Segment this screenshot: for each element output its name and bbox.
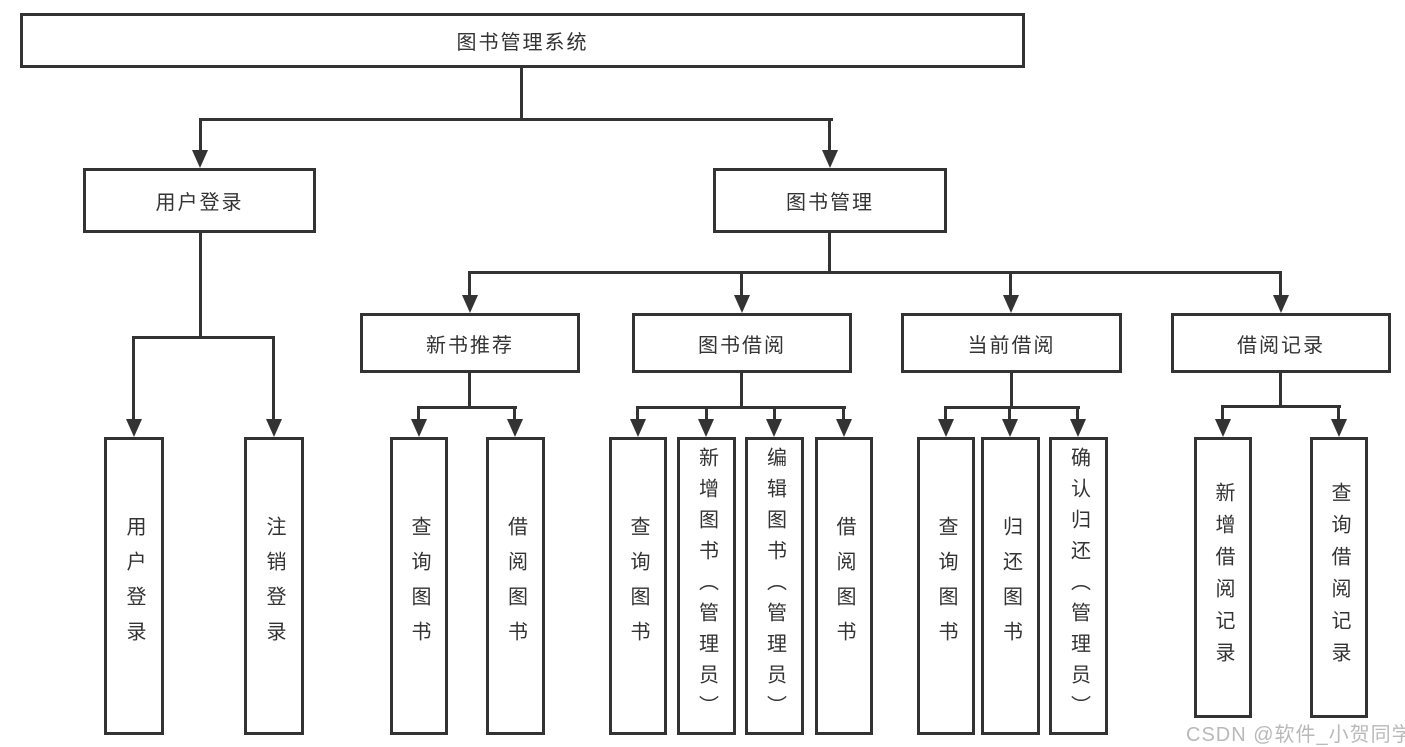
node-new-book-recommend-label: 新书推荐 xyxy=(426,334,514,357)
node-user-login-label: 用户登录 xyxy=(155,192,244,214)
leaf-add-borrow-record-label: 新增借阅记录 xyxy=(1212,481,1234,674)
leaf-logout: 注销登录 xyxy=(244,437,304,735)
connector-drop-bb-add xyxy=(705,406,708,421)
leaf-borrow-book: 借阅图书 xyxy=(815,437,873,735)
leaf-borrow-query-label: 查询图书 xyxy=(627,516,649,656)
arrowhead-nb-borrow xyxy=(507,419,523,437)
leaf-borrow-edit-admin: 编辑图书（管理员） xyxy=(745,437,804,735)
arrowhead-cb-confirm xyxy=(1070,419,1086,437)
leaf-current-query-label: 查询图书 xyxy=(935,516,957,656)
connector-drop-bb-borrow xyxy=(842,406,845,421)
connector-newbook-stem xyxy=(468,373,471,408)
leaf-confirm-return-admin-label: 确认归还（管理员） xyxy=(1067,446,1090,726)
connector-drop-book-borrow xyxy=(740,271,743,297)
arrowhead-login xyxy=(126,419,142,437)
leaf-return-book: 归还图书 xyxy=(981,437,1040,735)
connector-drop-user-login xyxy=(199,118,202,152)
connector-drop-rec-query xyxy=(1337,405,1340,421)
arrowhead-bb-borrow xyxy=(836,419,852,437)
connector-drop-current-borrow xyxy=(1009,271,1012,297)
leaf-borrow-query: 查询图书 xyxy=(609,437,667,735)
node-current-borrow-label: 当前借阅 xyxy=(967,334,1056,357)
arrowhead-borrow-records xyxy=(1273,295,1289,313)
connector-drop-nb-borrow xyxy=(513,406,516,421)
arrowhead-rec-query xyxy=(1331,419,1347,437)
leaf-add-borrow-record: 新增借阅记录 xyxy=(1194,437,1252,718)
node-root: 图书管理系统 xyxy=(20,13,1025,68)
connector-current-stem xyxy=(1010,373,1013,408)
connector-drop-cb-query xyxy=(944,406,947,421)
leaf-newbooks-query-label: 查询图书 xyxy=(408,516,430,656)
node-book-borrow: 图书借阅 xyxy=(632,313,852,373)
leaf-newbooks-query: 查询图书 xyxy=(390,437,448,735)
leaf-query-borrow-record-label: 查询借阅记录 xyxy=(1328,481,1350,674)
node-new-book-recommend: 新书推荐 xyxy=(360,313,580,373)
leaf-logout-label: 注销登录 xyxy=(263,516,285,656)
arrowhead-logout xyxy=(266,419,282,437)
arrowhead-book-borrow xyxy=(734,295,750,313)
connector-drop-bb-query xyxy=(636,406,639,421)
connector-records-stem xyxy=(1279,373,1282,407)
connector-bookmgmt-stem xyxy=(828,233,831,273)
connector-drop-borrow-records xyxy=(1279,271,1282,297)
node-book-management: 图书管理 xyxy=(713,168,947,233)
arrowhead-cb-return xyxy=(1002,419,1018,437)
connector-userlogin-bus xyxy=(132,336,275,339)
leaf-borrow-edit-admin-label: 编辑图书（管理员） xyxy=(763,446,786,726)
connector-drop-logout xyxy=(272,336,275,421)
connector-drop-bb-edit xyxy=(773,406,776,421)
connector-drop-rec-add xyxy=(1221,405,1224,421)
leaf-borrow-add-admin-label: 新增图书（管理员） xyxy=(695,446,718,726)
node-borrow-records: 借阅记录 xyxy=(1171,313,1391,373)
leaf-newbooks-borrow: 借阅图书 xyxy=(486,437,545,735)
connector-root-bus xyxy=(199,118,833,121)
arrowhead-current-borrow xyxy=(1003,295,1019,313)
connector-records-bus xyxy=(1221,405,1341,408)
leaf-newbooks-borrow-label: 借阅图书 xyxy=(504,516,527,656)
arrowhead-bb-add xyxy=(698,419,714,437)
arrowhead-bb-edit xyxy=(766,419,782,437)
leaf-query-borrow-record: 查询借阅记录 xyxy=(1310,437,1368,718)
connector-drop-nb-query xyxy=(417,406,420,421)
arrowhead-cb-query xyxy=(938,419,954,437)
leaf-confirm-return-admin: 确认归还（管理员） xyxy=(1049,437,1108,735)
leaf-current-query: 查询图书 xyxy=(917,437,975,735)
leaf-return-book-label: 归还图书 xyxy=(999,516,1022,656)
connector-borrow-bus xyxy=(636,406,846,409)
leaf-user-login-label: 用户登录 xyxy=(123,516,145,656)
connector-newbook-bus xyxy=(417,406,517,409)
node-root-label: 图书管理系统 xyxy=(456,32,589,54)
node-current-borrow: 当前借阅 xyxy=(901,313,1122,373)
node-borrow-records-label: 借阅记录 xyxy=(1237,334,1325,357)
connector-root-stem xyxy=(520,68,523,120)
arrowhead-nb-query xyxy=(411,419,427,437)
connector-drop-book-management xyxy=(828,118,831,152)
node-user-login: 用户登录 xyxy=(83,168,316,233)
arrowhead-user-login xyxy=(192,150,208,168)
connector-userlogin-stem xyxy=(199,233,202,338)
leaf-borrow-book-label: 借阅图书 xyxy=(833,516,855,656)
connector-bookmgmt-bus xyxy=(468,271,1282,274)
connector-drop-new-book xyxy=(468,271,471,297)
leaf-borrow-add-admin: 新增图书（管理员） xyxy=(677,437,736,735)
arrowhead-new-book xyxy=(462,295,478,313)
connector-drop-login xyxy=(132,336,135,421)
connector-borrow-stem xyxy=(740,373,743,408)
connector-current-bus xyxy=(944,406,1080,409)
watermark: CSDN @软件_小贺同学 xyxy=(1186,724,1405,746)
arrowhead-bb-query xyxy=(630,419,646,437)
arrowhead-book-management xyxy=(822,150,838,168)
connector-drop-cb-confirm xyxy=(1076,406,1079,421)
leaf-user-login: 用户登录 xyxy=(104,437,164,735)
arrowhead-rec-add xyxy=(1215,419,1231,437)
connector-drop-cb-return xyxy=(1008,406,1011,421)
node-book-borrow-label: 图书借阅 xyxy=(698,334,786,357)
node-book-management-label: 图书管理 xyxy=(786,192,874,214)
